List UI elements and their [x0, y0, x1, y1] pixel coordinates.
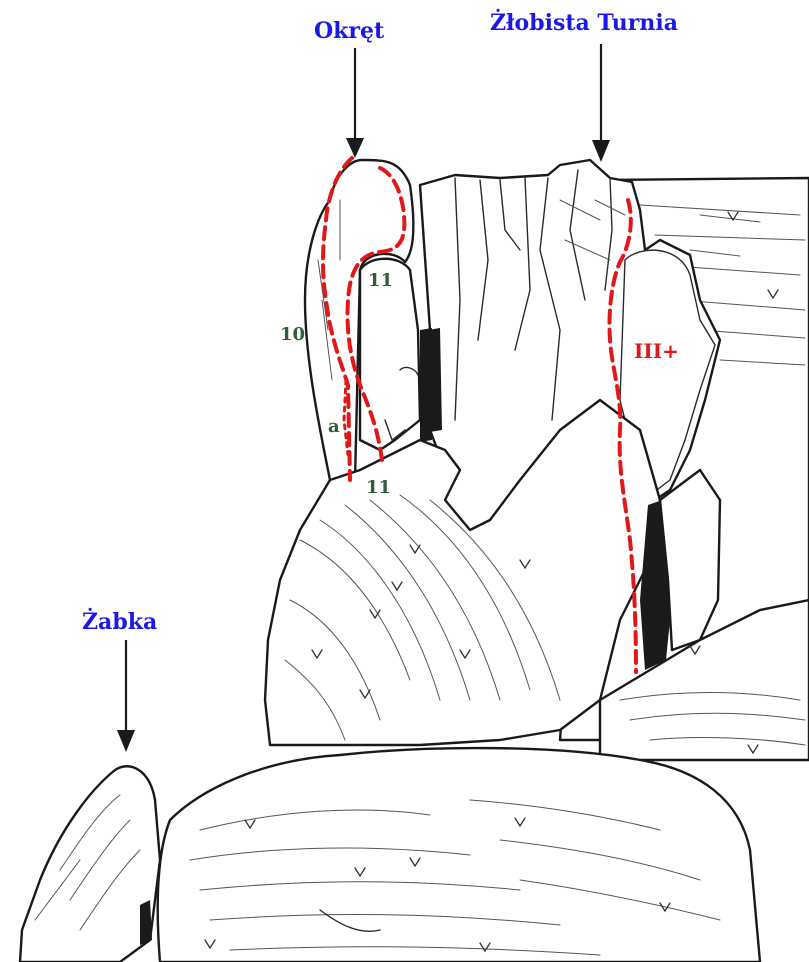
grade-okret-10: 10 [280, 324, 305, 345]
grade-okret-11-lower: 11 [366, 477, 391, 498]
zlobista-turnia-arrow [592, 44, 610, 162]
grade-zlobista-iii-plus: III+ [634, 339, 679, 363]
grade-okret-variant-a: a [328, 416, 340, 437]
zabka-arrow [117, 640, 135, 752]
okret-tower-rock [305, 160, 432, 480]
zlobista-turnia-label: Żłobista Turnia [490, 8, 678, 36]
okret-arrow [346, 48, 364, 158]
zabka-rock [20, 766, 160, 962]
okret-label: Okręt [314, 18, 385, 44]
foreground-boulder [158, 748, 760, 962]
zabka-label: Żabka [82, 607, 157, 635]
grade-okret-11-upper: 11 [368, 270, 393, 291]
